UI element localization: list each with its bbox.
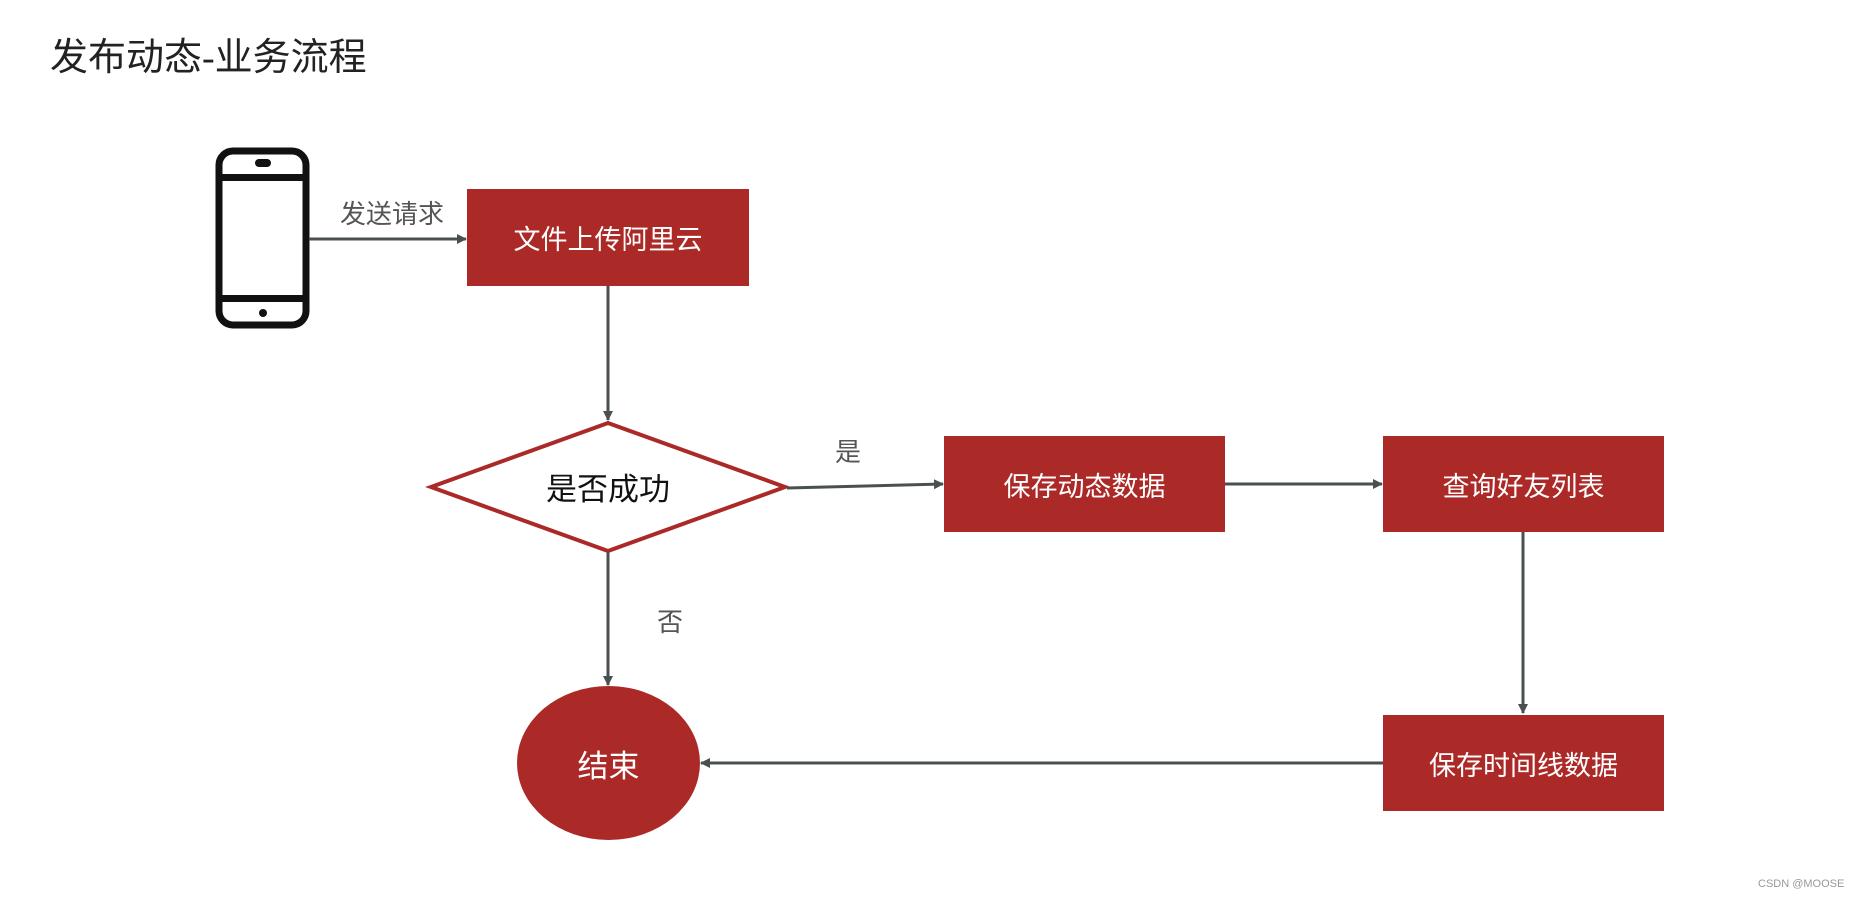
node-upload: 文件上传阿里云	[467, 189, 749, 286]
arrow-yes	[786, 479, 944, 490]
node-decision-label: 是否成功	[546, 472, 670, 507]
edge-label-send-request: 发送请求	[340, 200, 445, 229]
edge-label-no: 否	[657, 608, 684, 637]
node-query-friends: 查询好友列表	[1383, 436, 1664, 532]
decision-diamond	[425, 420, 791, 554]
node-end: 结束	[517, 686, 700, 840]
page-title: 发布动态-业务流程	[50, 37, 367, 79]
edge-label-yes: 是	[835, 438, 862, 467]
phone-icon	[215, 147, 310, 329]
watermark: CSDN @MOOSE	[1758, 878, 1845, 890]
node-save-timeline: 保存时间线数据	[1383, 715, 1664, 811]
node-save-post: 保存动态数据	[944, 436, 1225, 532]
